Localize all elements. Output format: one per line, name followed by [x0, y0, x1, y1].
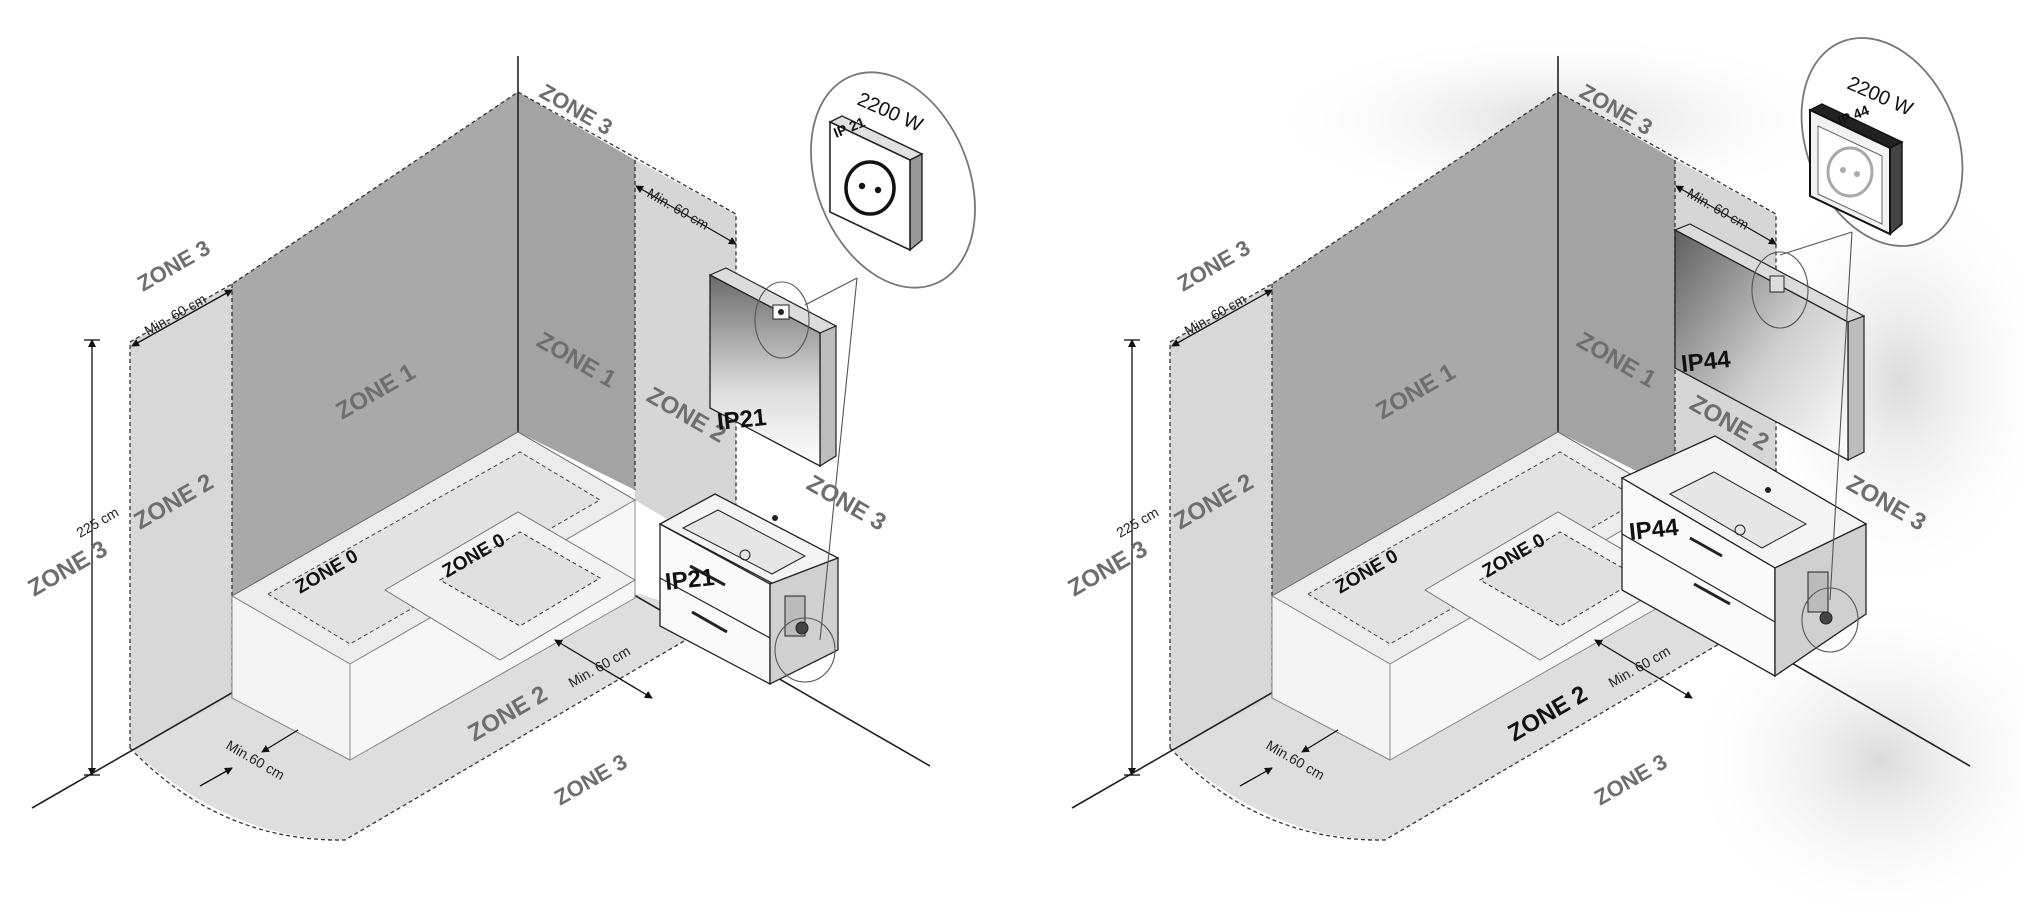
socket-box	[828, 115, 924, 252]
zone-outline	[129, 91, 737, 748]
vanity-unit	[658, 493, 840, 686]
label-vanity-rating: IP21	[664, 564, 716, 596]
label-cabinet-rating: IP21	[716, 404, 768, 436]
wall-zone-1-back	[232, 92, 518, 596]
bathtub	[1270, 431, 1676, 761]
socket-highlight-ring	[1751, 251, 1809, 329]
socket-highlight-ring	[754, 281, 810, 359]
min-dimension-floor-right	[1594, 639, 1693, 699]
wall-zone-1-side	[518, 92, 635, 490]
floor-zone-boundary	[1169, 619, 1761, 841]
steam-effect	[1680, 590, 2020, 916]
wall-zone-1-side	[1558, 92, 1675, 490]
label-zone-3-top-left: ZONE 3	[1173, 235, 1254, 296]
socket-callout	[1779, 37, 1964, 601]
socket-callout	[804, 71, 976, 641]
panel-ip21: ZONE 1 ZONE 1 ZONE 2 ZONE 2 ZONE 2 ZONE …	[24, 56, 976, 841]
label-zone-3-left: ZONE 3	[24, 535, 113, 602]
label-vanity-rating: IP44	[1628, 514, 1681, 546]
outlet-highlight-ring	[1801, 587, 1859, 653]
min-dimension-floor-left-b	[1301, 729, 1339, 753]
wall-zone-2-left	[130, 284, 232, 748]
label-zone-3-top-left: ZONE 3	[133, 235, 214, 296]
label-zone-3-left: ZONE 3	[1064, 535, 1153, 602]
min-dimension-top-right	[635, 185, 737, 245]
min-dimension-floor-left-a	[1239, 767, 1273, 787]
wall-zone-1-back	[1272, 92, 1558, 596]
floor-zone-boundary	[129, 619, 721, 841]
zone-outline	[1169, 91, 1777, 748]
wall-zone-2-right	[635, 160, 736, 560]
min-dimension-top-left	[1171, 289, 1273, 347]
min-dimension-top-left	[131, 289, 233, 347]
wall-zone-2-left	[1170, 284, 1272, 748]
steam-effect	[1740, 160, 2020, 600]
min-dimension-floor-left-a	[199, 767, 233, 787]
label-zone-3-floor: ZONE 3	[1590, 749, 1671, 810]
outlet-highlight-ring	[774, 617, 836, 683]
min-dimension-floor-right	[554, 639, 653, 699]
socket-box	[1808, 103, 1904, 236]
vanity-unit	[1620, 435, 1868, 678]
panel-ip44: ZONE 1 ZONE 1 ZONE 2 ZONE 2 ZONE 2 ZONE …	[1064, 30, 2020, 916]
mirror-cabinet	[708, 267, 838, 468]
socket-small-icon	[1769, 275, 1785, 293]
label-cabinet-rating: IP44	[1680, 346, 1733, 378]
min-dimension-floor-left-b	[261, 729, 299, 753]
mirror-cabinet	[1673, 223, 1866, 462]
socket-outlet-icon	[1826, 146, 1874, 198]
socket-outlet-icon	[844, 160, 896, 216]
label-zone-3-right: ZONE 3	[802, 470, 891, 537]
label-zone-3-floor: ZONE 3	[550, 749, 631, 810]
bathtub	[230, 431, 636, 761]
min-dimension-top-right	[1675, 185, 1777, 245]
